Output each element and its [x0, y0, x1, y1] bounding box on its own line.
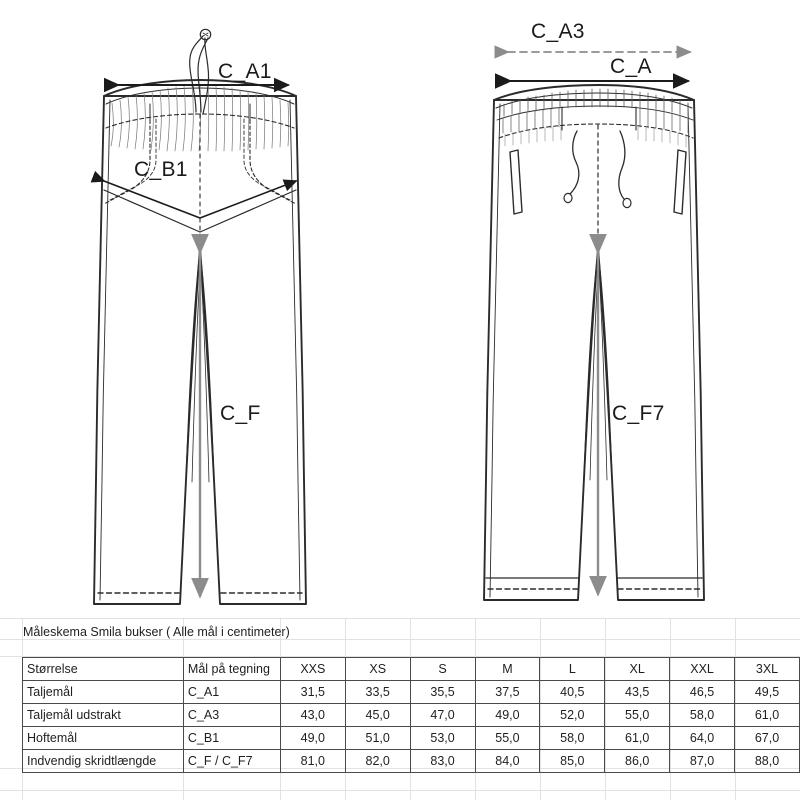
row-label-hoftemaal: Hoftemål	[22, 726, 184, 750]
back-waistband-top-inner	[495, 92, 693, 109]
label-c-f: C_F	[220, 402, 261, 425]
cell-value: 51,0	[344, 726, 411, 750]
label-c-a1: C_A1	[218, 60, 272, 83]
sheet-gridline-row2	[0, 656, 800, 657]
row-code-skridtlaengde: C_F / C_F7	[182, 749, 281, 773]
header-cell-s: S	[409, 657, 476, 681]
cell-value: 45,0	[344, 703, 411, 727]
back-waistband-center-panel	[561, 106, 637, 131]
back-waistband-mid	[496, 105, 694, 121]
label-c-a: C_A	[610, 55, 652, 78]
cell-value: 58,0	[669, 703, 736, 727]
cell-value: 35,5	[409, 680, 476, 704]
cell-value: 33,5	[344, 680, 411, 704]
header-cell-3xl: 3XL	[734, 657, 800, 681]
cell-value: 81,0	[279, 749, 346, 773]
pants-back-view	[483, 45, 705, 601]
cell-value: 85,0	[539, 749, 606, 773]
cell-value: 31,5	[279, 680, 346, 704]
table-row: Hoftemål C_B1 49,0 51,0 53,0 55,0 58,0 6…	[22, 726, 800, 750]
front-pocket-top-marks	[149, 103, 251, 121]
cell-value: 84,0	[474, 749, 541, 773]
back-waistband-fringe	[504, 126, 687, 148]
header-cell-xl: XL	[604, 657, 671, 681]
row-label-skridtlaengde: Indvendig skridtlængde	[22, 749, 184, 773]
front-yoke-seam	[103, 189, 297, 233]
cell-value: 43,0	[279, 703, 346, 727]
cell-value: 46,5	[669, 680, 736, 704]
cell-value: 43,5	[604, 680, 671, 704]
sheet-gridline-row1	[0, 639, 800, 640]
cell-value: 40,5	[539, 680, 606, 704]
row-label-taljemaal-udstrakt: Taljemål udstrakt	[22, 703, 184, 727]
cell-value: 58,0	[539, 726, 606, 750]
front-drawstring	[189, 28, 212, 115]
header-cell-drawing-ref: Mål på tegning	[182, 657, 281, 681]
cell-value: 37,5	[474, 680, 541, 704]
header-cell-xxl: XXL	[669, 657, 736, 681]
cell-value: 64,0	[669, 726, 736, 750]
cell-value: 49,0	[279, 726, 346, 750]
front-waistband-gathers	[110, 84, 290, 152]
cell-value: 82,0	[344, 749, 411, 773]
back-left-welt-pocket	[509, 149, 523, 215]
label-c-b1: C_B1	[134, 158, 188, 181]
size-table-sheet: Måleskema Smila bukser ( Alle mål i cent…	[0, 618, 800, 800]
cell-value: 55,0	[604, 703, 671, 727]
back-right-welt-pocket	[673, 149, 687, 215]
back-waistband-ribs-lower	[502, 107, 689, 134]
row-code-taljemaal-udstrakt: C_A3	[182, 703, 281, 727]
pants-drawings-svg	[90, 28, 705, 605]
back-waistband-stitch	[498, 123, 694, 139]
label-c-f7: C_F7	[612, 402, 665, 425]
header-cell-m: M	[474, 657, 541, 681]
cell-value: 88,0	[734, 749, 800, 773]
size-table: Størrelse Mål på tegning XXS XS S M L XL…	[22, 657, 800, 773]
table-row: Taljemål udstrakt C_A3 43,0 45,0 47,0 49…	[22, 703, 800, 727]
table-header-row: Størrelse Mål på tegning XXS XS S M L XL…	[22, 657, 800, 681]
header-cell-size-name: Størrelse	[22, 657, 184, 681]
table-row: Indvendig skridtlængde C_F / C_F7 81,0 8…	[22, 749, 800, 773]
sheet-gridline-row0	[0, 618, 800, 619]
cell-value: 61,0	[604, 726, 671, 750]
cell-value: 53,0	[409, 726, 476, 750]
back-waistband-ribs	[503, 88, 689, 117]
cell-value: 52,0	[539, 703, 606, 727]
cell-value: 49,0	[474, 703, 541, 727]
back-drawstring-ties	[563, 130, 632, 209]
c-b1-dimension-arrow	[90, 170, 298, 219]
cell-value: 55,0	[474, 726, 541, 750]
header-cell-xxs: XXS	[279, 657, 346, 681]
cell-value: 61,0	[734, 703, 800, 727]
row-code-taljemaal: C_A1	[182, 680, 281, 704]
cell-value: 47,0	[409, 703, 476, 727]
header-cell-l: L	[539, 657, 606, 681]
row-code-hoftemaal: C_B1	[182, 726, 281, 750]
technical-drawings-area: C_A1 C_B1 C_F C_A3 C_A C_F7	[90, 20, 705, 605]
cell-value: 87,0	[669, 749, 736, 773]
header-cell-xs: XS	[344, 657, 411, 681]
table-row: Taljemål C_A1 31,5 33,5 35,5 37,5 40,5 4…	[22, 680, 800, 704]
row-label-taljemaal: Taljemål	[22, 680, 184, 704]
pants-front-view	[90, 28, 307, 605]
cell-value: 49,5	[734, 680, 800, 704]
cell-value: 86,0	[604, 749, 671, 773]
cell-value: 67,0	[734, 726, 800, 750]
label-c-a3: C_A3	[531, 20, 585, 43]
front-right-pocket-edge-inner	[243, 118, 291, 201]
sheet-gridline-row4	[0, 790, 800, 791]
cell-value: 83,0	[409, 749, 476, 773]
sheet-title-cell: Måleskema Smila bukser ( Alle mål i cent…	[23, 625, 290, 639]
